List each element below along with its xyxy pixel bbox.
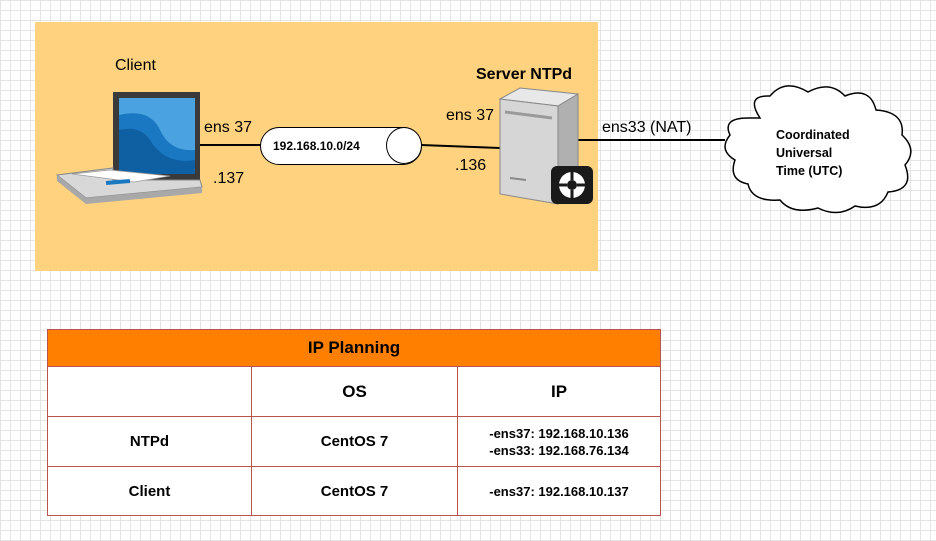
cloud-line: Time (UTC)	[776, 164, 843, 178]
client-label: Client	[115, 57, 156, 74]
table-header-row: OS IP	[48, 367, 660, 417]
network-segment: 192.168.10.0/24	[260, 127, 422, 165]
uplink-label: ens33 (NAT)	[602, 119, 692, 136]
network-label: 192.168.10.0/24	[273, 139, 360, 153]
cloud-shape	[724, 85, 912, 214]
row-os-cell: CentOS 7	[252, 467, 458, 515]
header-cell-ip: IP	[550, 382, 568, 401]
row-name-cell: NTPd	[48, 417, 252, 466]
row-os-cell: CentOS 7	[252, 417, 458, 466]
server-link	[420, 144, 501, 149]
cloud-line: Coordinated	[776, 128, 850, 142]
client-ip-label: .137	[213, 170, 245, 187]
row-ip-cell: -ens37: 192.168.10.137	[458, 467, 660, 515]
server-icon	[498, 87, 593, 205]
row-ip-cell: -ens37: 192.168.10.136 -ens33: 192.168.7…	[458, 417, 660, 466]
table-title: IP Planning	[48, 330, 660, 367]
client-iface-label: ens 37	[204, 119, 253, 136]
cloud-label: Coordinated Universal Time (UTC)	[776, 126, 850, 180]
header-cell-os: OS	[252, 367, 458, 416]
table-row: Client CentOS 7 -ens37: 192.168.10.137	[48, 467, 660, 515]
row-name-cell: Client	[48, 467, 252, 515]
ip-line: -ens33: 192.168.76.134	[489, 442, 629, 458]
cloud-line: Universal	[776, 146, 833, 160]
header-cell	[48, 367, 252, 416]
table-row: NTPd CentOS 7 -ens37: 192.168.10.136 -en…	[48, 417, 660, 467]
ip-line: -ens37: 192.168.10.136	[489, 425, 629, 441]
laptop-icon	[55, 92, 203, 204]
server-iface-label: ens 37	[446, 107, 495, 124]
network-segment-cap	[386, 127, 422, 164]
server-label: Server NTPd	[476, 66, 573, 83]
ip-planning-table: IP Planning OS IP NTPd CentOS 7 -ens37: …	[47, 329, 661, 516]
ip-line: -ens37: 192.168.10.137	[489, 483, 629, 499]
server-ip-label: .136	[455, 157, 487, 174]
